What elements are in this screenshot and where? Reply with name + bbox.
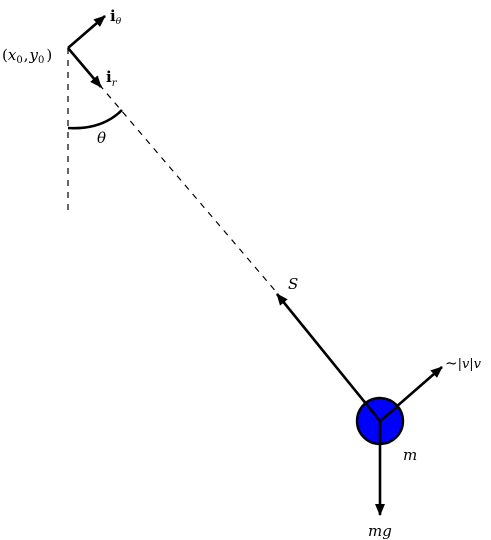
unit-vector-r-arrow: [67, 47, 102, 88]
unit-vector-theta-label: iθ: [110, 7, 122, 27]
origin-label: (x0,y0): [2, 46, 52, 66]
tension-label: S: [288, 275, 298, 293]
mass-label: m: [403, 446, 417, 464]
weight-label: mg: [368, 522, 392, 540]
bob-inner-line-up-left: [362, 400, 382, 422]
unit-vector-r-label: ir: [106, 68, 118, 89]
tension-arrow: [275, 293, 382, 422]
angle-label: θ: [97, 129, 106, 147]
string-dashed-line: [67, 47, 279, 295]
angle-arc: [67, 109, 123, 130]
drag-label: ~|v|v: [445, 354, 482, 372]
unit-vector-theta-arrow: [67, 15, 106, 49]
bob-inner-line-up-right: [379, 405, 399, 422]
